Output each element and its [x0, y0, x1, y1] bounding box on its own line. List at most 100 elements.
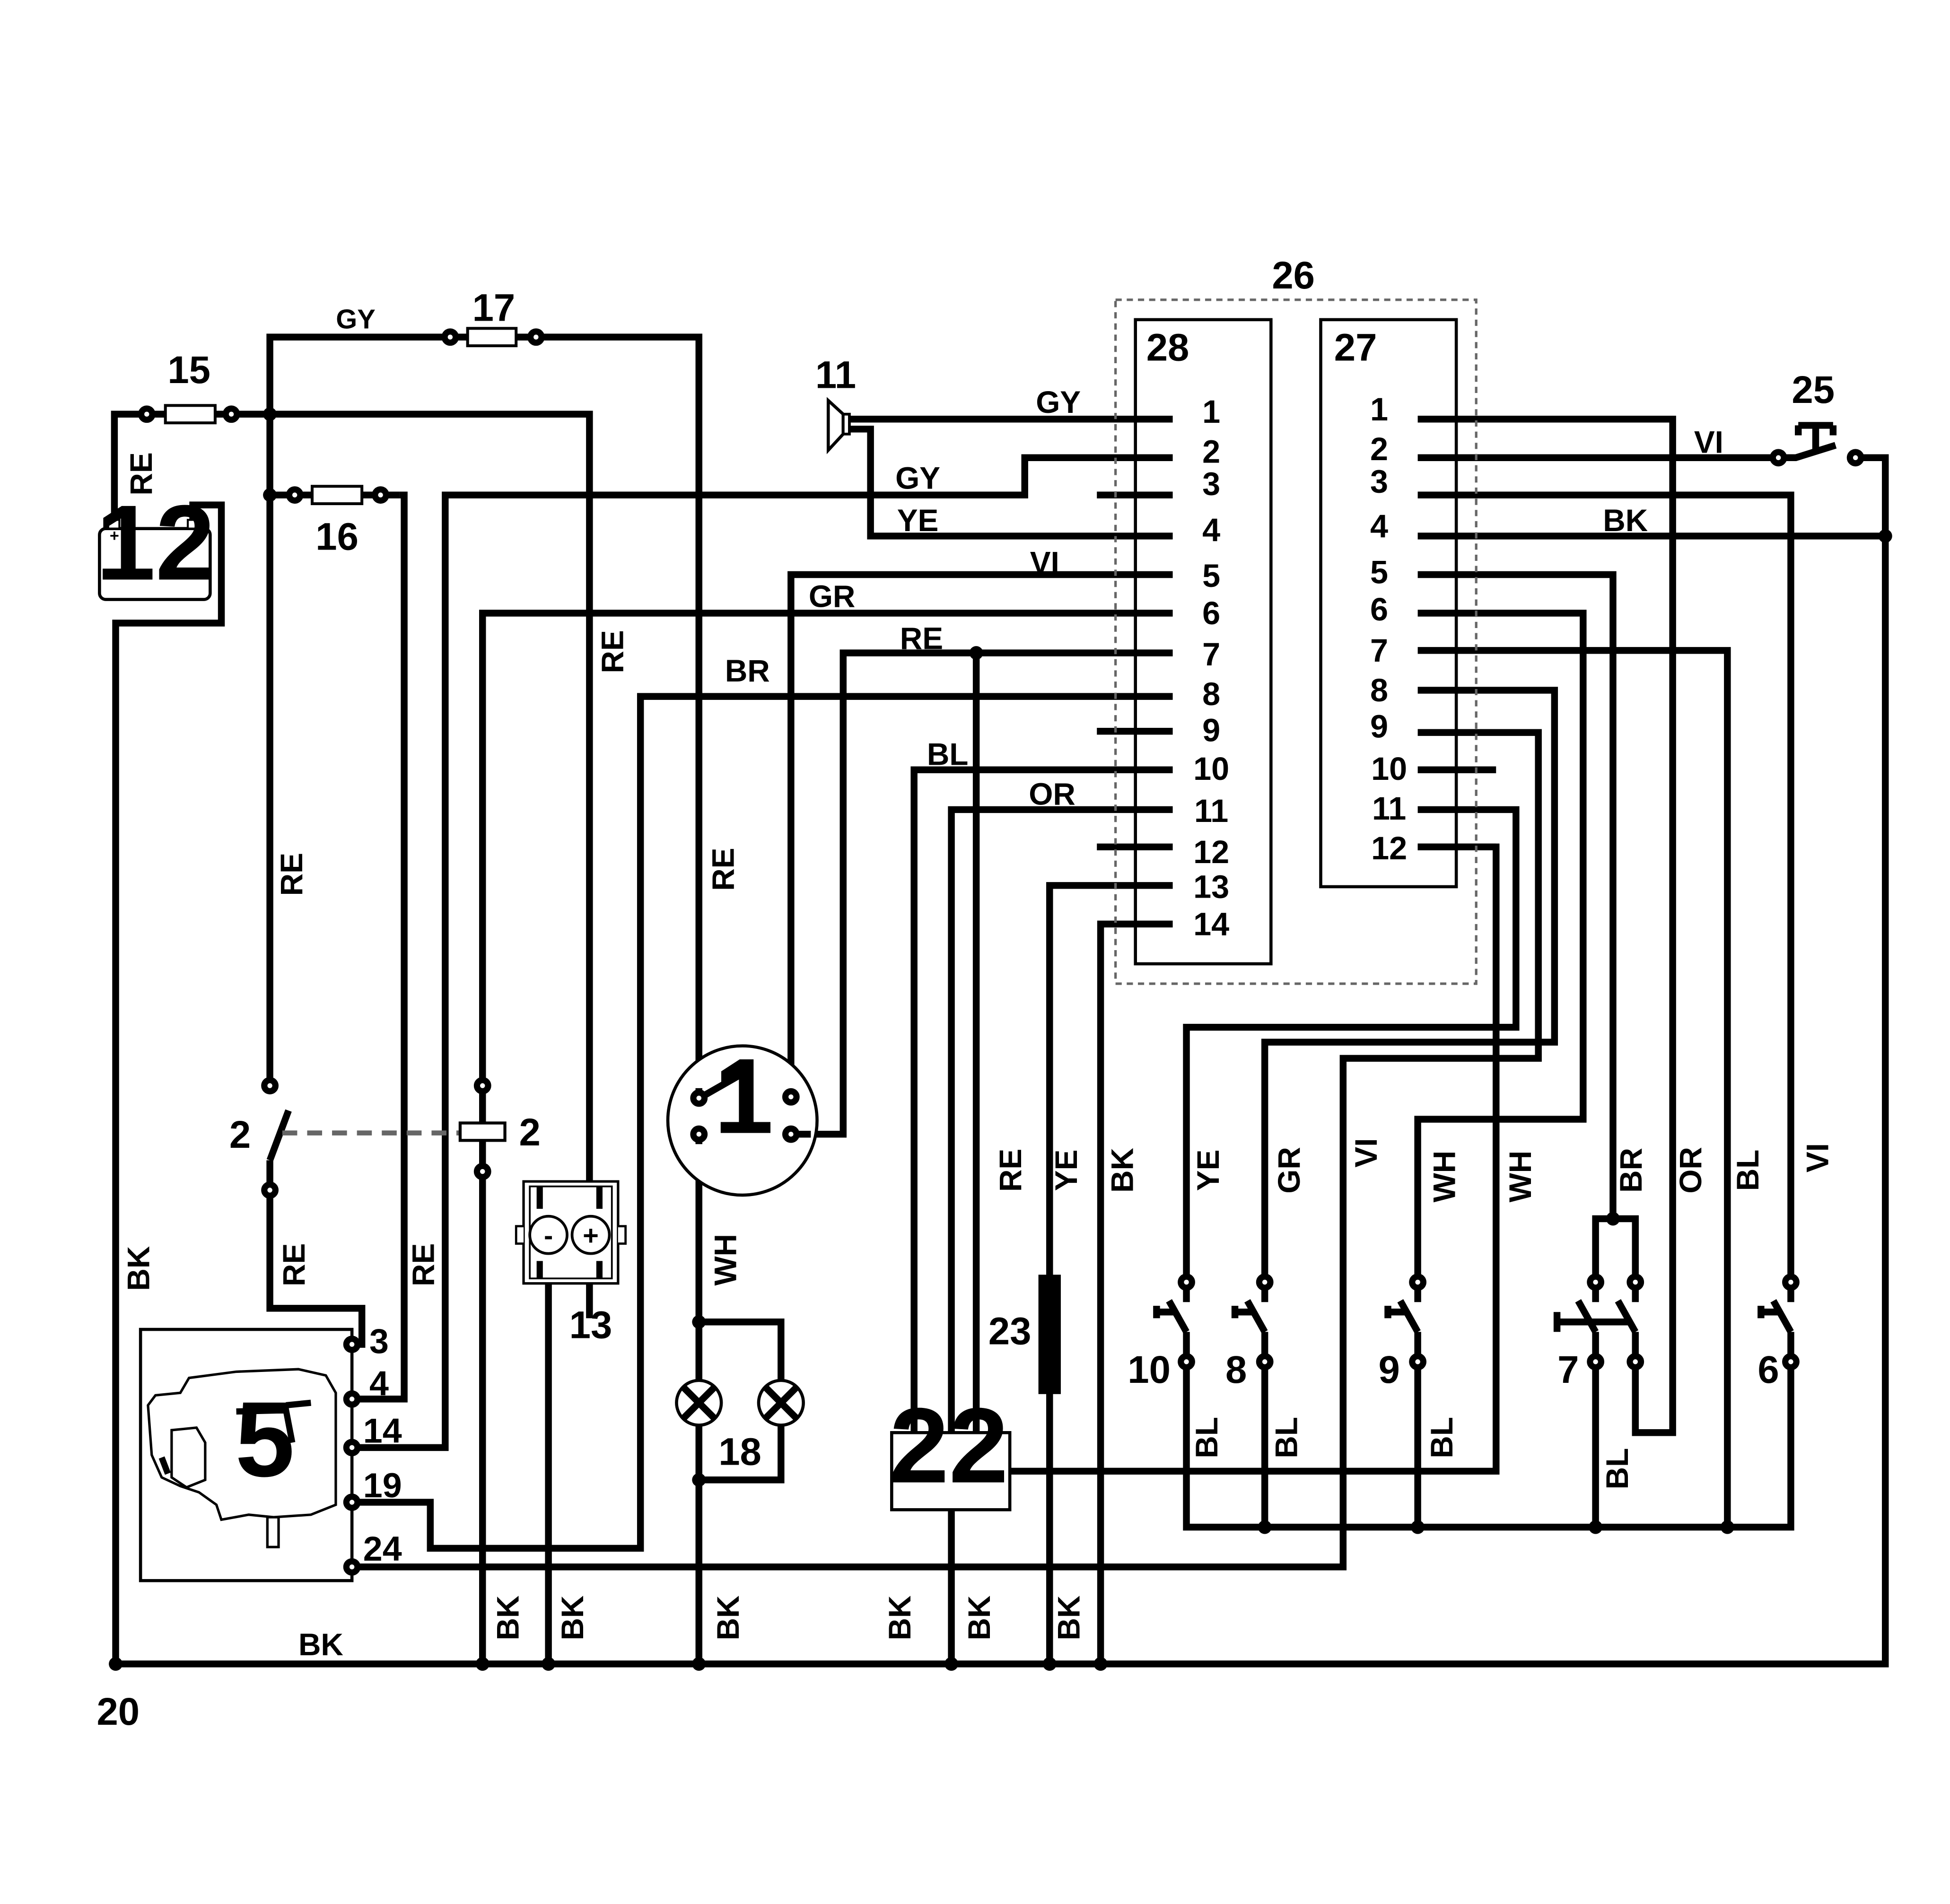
key-switch-25[interactable] [1769, 422, 1864, 467]
wire-label: VI [1348, 1138, 1383, 1168]
wire-24 [352, 729, 1542, 1571]
wire-label: VI [1800, 1143, 1835, 1172]
wire-label: RE [900, 621, 943, 656]
fuse-16 [286, 485, 400, 506]
wire-27-1-or [1417, 416, 1676, 1436]
wire-25-out [115, 454, 1889, 1668]
pin-28: 2 [1202, 434, 1220, 470]
pin-28: 1 [1202, 394, 1220, 430]
power-socket: - + [515, 1180, 627, 1285]
wire-bk-14 [1097, 920, 1173, 1664]
wire-label: BR [725, 653, 770, 688]
wire-label: WH [1426, 1151, 1461, 1203]
wire-fuse17-out [536, 333, 702, 1088]
wire-label: BL [1424, 1417, 1459, 1459]
wire-label: BL [1600, 1448, 1635, 1490]
pin-27: 8 [1370, 673, 1388, 708]
wire-ye-13 [1046, 882, 1173, 1664]
pin-28: 11 [1194, 793, 1228, 829]
wire-label: GY [336, 304, 376, 334]
pin-28: 10 [1193, 751, 1229, 787]
horn [826, 397, 851, 454]
switch-8[interactable] [1231, 1273, 1274, 1371]
switch-6[interactable] [1758, 1273, 1800, 1371]
wire-label: YE [897, 503, 939, 538]
label-15: 15 [167, 349, 210, 392]
label-12: 12 [96, 482, 215, 602]
pin-28: 13 [1193, 869, 1229, 905]
module-22: 22 [890, 1385, 1012, 1511]
wire-label: BK [710, 1596, 745, 1641]
socket-plus: + [583, 1221, 599, 1251]
engine-pin: 24 [363, 1529, 402, 1568]
lamp-right [757, 1379, 805, 1427]
connector-assembly [1114, 298, 1478, 985]
wire-27-5-br [1417, 571, 1617, 1219]
pin-28: 12 [1193, 834, 1229, 870]
wire-or-11 [948, 806, 1173, 1433]
wire-14 [352, 454, 1173, 1451]
label-16: 16 [315, 515, 359, 558]
wire-labels-vertical: RE BK RE RE RE RE RE WH RE YE BK YE GR V… [121, 452, 1835, 1640]
label-17: 17 [472, 287, 516, 330]
wire-19 [352, 693, 1173, 1552]
wire-label: WH [708, 1234, 743, 1286]
wire-27-6-wh [1414, 610, 1587, 1283]
wire-label: OR [1029, 776, 1076, 811]
wire-27-8-gr [1261, 687, 1558, 1283]
wire-vi-5 [787, 571, 1173, 1091]
wire-label: RE [595, 630, 630, 673]
wire-re-battery [111, 410, 142, 529]
label-6: 6 [1758, 1348, 1779, 1391]
wire-bk-battery [112, 501, 225, 1664]
pin-27: 5 [1370, 554, 1388, 590]
wire-label: BK [962, 1596, 997, 1641]
wires [111, 333, 1889, 1668]
pin-28: 3 [1202, 466, 1220, 502]
component-labels: 15 16 17 11 2 2 13 18 23 20 26 28 27 25 … [96, 254, 1835, 1733]
wire-label: BK [882, 1596, 917, 1641]
wire-label: RE [993, 1149, 1028, 1192]
label-2-right: 2 [519, 1111, 540, 1154]
wire-label: RE [705, 847, 740, 891]
pin-27: 4 [1370, 508, 1388, 544]
label-5: 5 [235, 1379, 295, 1499]
wire-label: BK [121, 1246, 156, 1291]
label-10: 10 [1128, 1348, 1171, 1391]
wire-label: WH [1503, 1151, 1538, 1203]
wire-label: BL [927, 736, 969, 771]
pin-27: 11 [1372, 791, 1406, 827]
pin-27: 6 [1370, 592, 1388, 628]
switch-10[interactable] [1153, 1273, 1195, 1371]
ignition-switch[interactable]: 1 [666, 1036, 819, 1197]
relay-coil-2 [458, 1077, 507, 1180]
wire-label: YE [1049, 1150, 1084, 1191]
wire-label: RE [276, 1243, 311, 1286]
fuse-17 [441, 327, 545, 348]
wire-fuse15-out [234, 410, 593, 1319]
pin-27: 12 [1371, 830, 1407, 866]
wire-27-3-vi [1417, 491, 1794, 1283]
pin-28: 5 [1202, 558, 1220, 594]
engine-pin: 3 [369, 1321, 389, 1361]
label-18: 18 [718, 1431, 761, 1474]
switch-7[interactable] [1553, 1273, 1644, 1371]
resistor-23 [1038, 1275, 1061, 1394]
connector-27-pins: 1 2 3 4 5 6 7 8 9 10 11 12 [1370, 392, 1407, 866]
wire-label: BK [298, 1627, 343, 1662]
pin-28: 7 [1202, 637, 1220, 673]
wire-label: RE [274, 853, 309, 896]
wire-ye-4 [848, 426, 1173, 540]
label-1: 1 [714, 1036, 774, 1156]
switch-9[interactable] [1384, 1273, 1426, 1371]
wire-label: RE [406, 1243, 441, 1286]
battery: + − 12 [96, 482, 215, 602]
engine-pin: 4 [369, 1363, 389, 1403]
label-27: 27 [1334, 326, 1377, 369]
wire-label: GY [1036, 384, 1081, 419]
engine: 5 [139, 1328, 361, 1582]
wire-label: BK [1051, 1596, 1086, 1641]
junction-dots [109, 407, 1892, 1671]
pin-27: 1 [1370, 392, 1388, 428]
wire-lamp-top [699, 1319, 785, 1380]
